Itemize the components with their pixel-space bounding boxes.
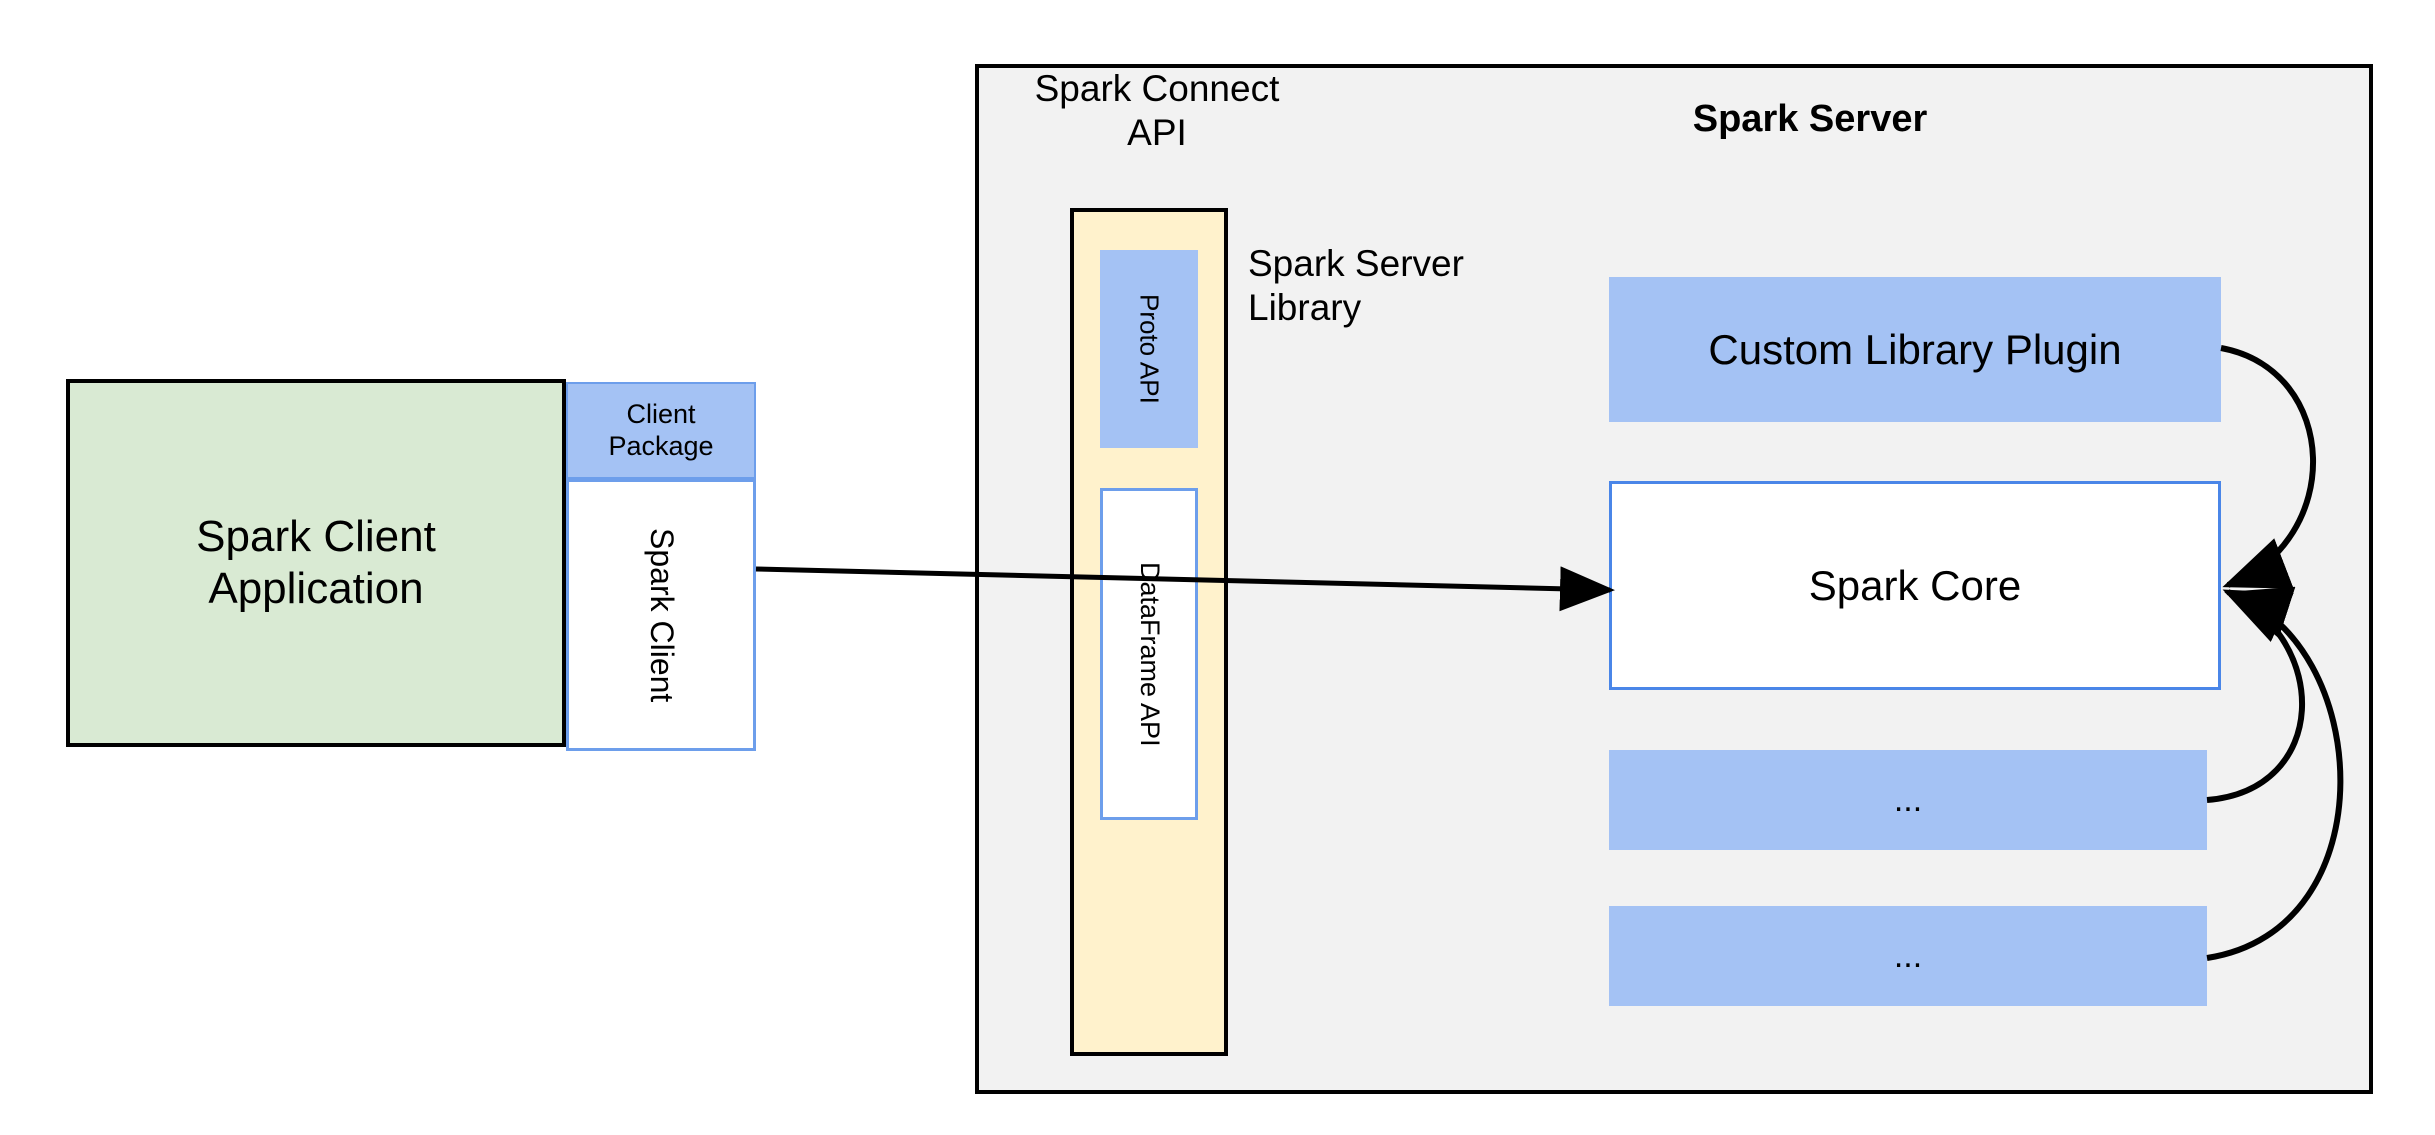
spark-client-label: Spark Client xyxy=(643,527,680,703)
proto-api-box: Proto API xyxy=(1100,250,1198,448)
ellipsis-box-1: ... xyxy=(1609,750,2207,850)
dataframe-api-label: DataFrame API xyxy=(1134,561,1165,747)
spark-connect-api-label: Spark Connect API xyxy=(1034,68,1280,153)
ellipsis-label-1: ... xyxy=(1893,780,1923,819)
ellipsis-label-2: ... xyxy=(1893,936,1923,975)
custom-library-plugin-label: Custom Library Plugin xyxy=(1708,325,2122,373)
spark-client-application-box: Spark Client Application xyxy=(66,379,566,747)
spark-core-box: Spark Core xyxy=(1609,481,2221,690)
custom-library-plugin-box: Custom Library Plugin xyxy=(1609,277,2221,422)
dataframe-api-box: DataFrame API xyxy=(1100,488,1198,820)
spark-server-library-label: Spark Server Library xyxy=(1248,243,1464,328)
client-package-box: Client Package xyxy=(566,382,756,479)
spark-client-box: Spark Client xyxy=(566,479,756,751)
spark-core-label: Spark Core xyxy=(1808,561,2022,609)
proto-api-label: Proto API xyxy=(1134,294,1165,404)
ellipsis-box-2: ... xyxy=(1609,906,2207,1006)
spark-client-application-label: Spark Client Application xyxy=(196,512,436,613)
spark-server-title: Spark Server xyxy=(1692,97,1928,140)
client-package-label: Client Package xyxy=(608,398,714,461)
